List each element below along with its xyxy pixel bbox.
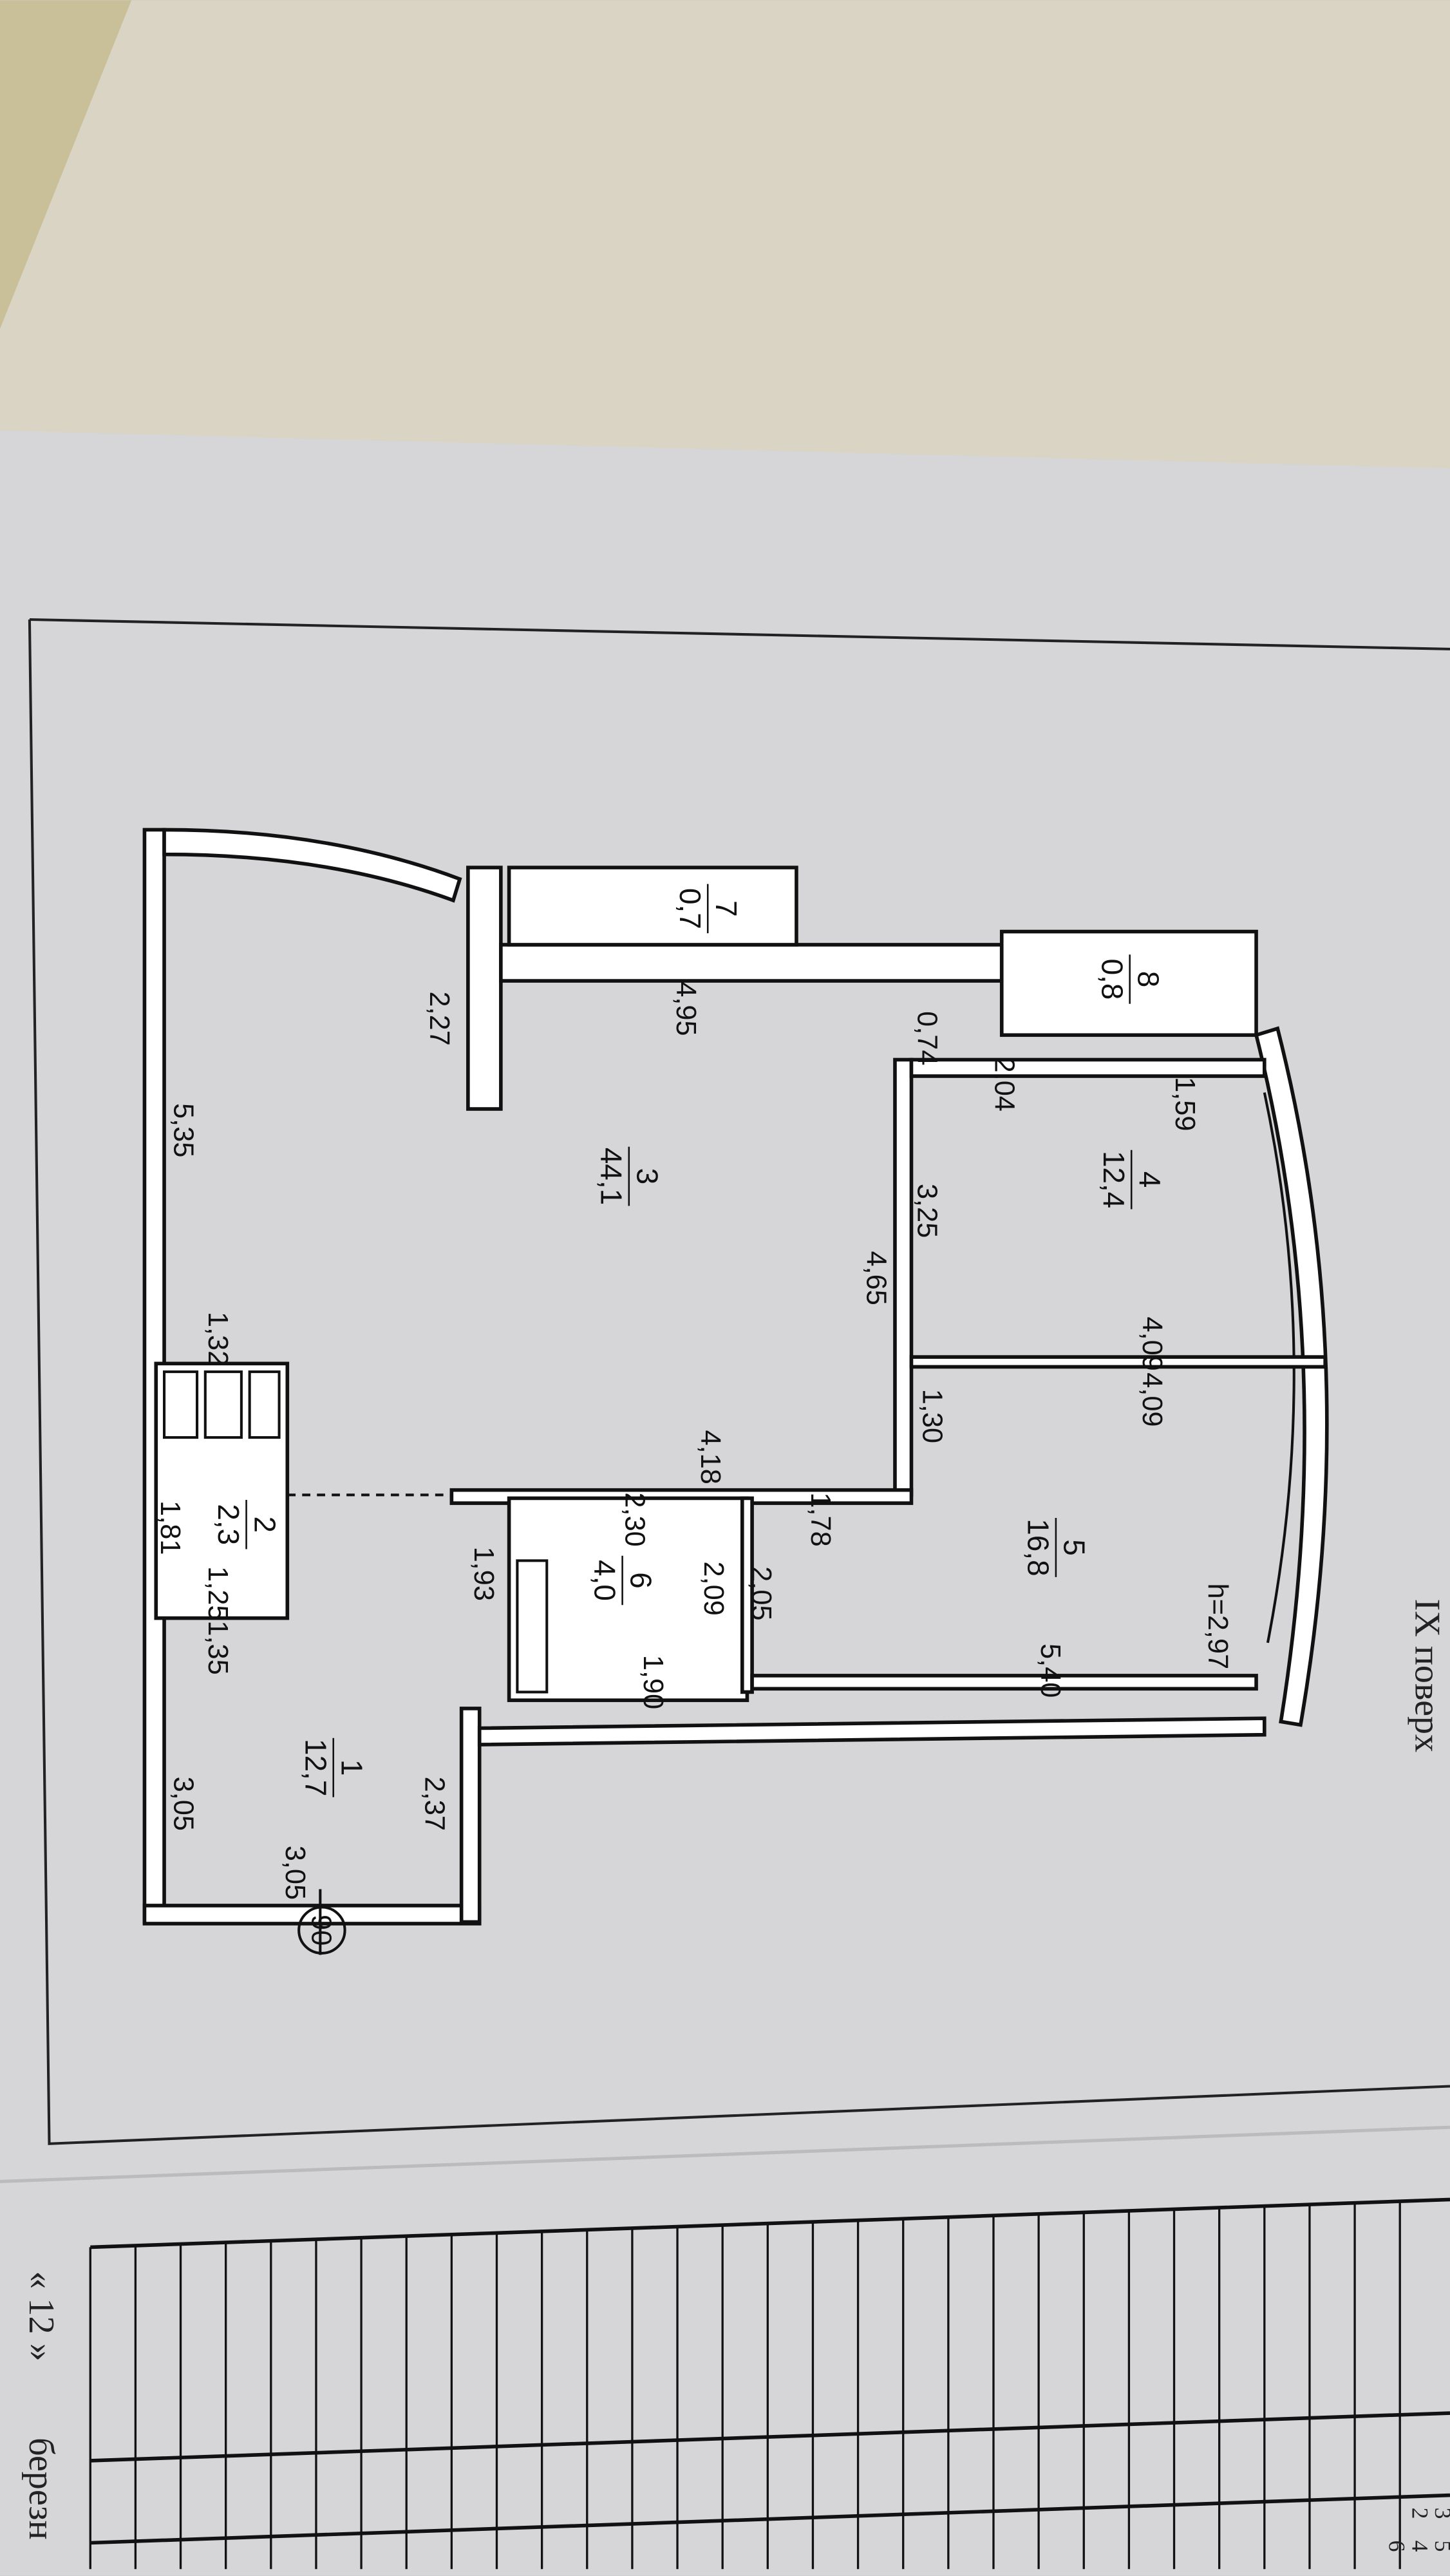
svg-text:4: 4 <box>1133 1171 1167 1188</box>
dimension: 0,74 <box>912 1011 943 1065</box>
dimension: 1,90 <box>637 1655 668 1709</box>
floor-caption: IX поверх <box>1407 1599 1447 1752</box>
dimension-labels: 2,27 4,95 0,74 5,35 2,04 1,59 3,25 4,65 … <box>155 981 1233 1900</box>
dimension: 1,78 <box>805 1492 836 1546</box>
grid-line <box>90 2197 1450 2249</box>
svg-text:0,8: 0,8 <box>1095 959 1129 1000</box>
svg-text:12,7: 12,7 <box>299 1739 332 1796</box>
svg-text:7: 7 <box>710 900 743 917</box>
dimension: 4,09 <box>1136 1317 1167 1371</box>
dimension: 1,32 <box>202 1312 233 1366</box>
dimension: 2,30 <box>619 1492 650 1546</box>
svg-text:2: 2 <box>248 1516 281 1533</box>
dimension: 1,93 <box>468 1547 499 1601</box>
date-month: березн <box>21 2438 61 2540</box>
dimension: 4,18 <box>695 1430 726 1484</box>
svg-text:44,1: 44,1 <box>594 1148 628 1205</box>
dimension: 4,65 <box>861 1251 892 1305</box>
room-label-7: 70,7 <box>673 884 743 934</box>
walls <box>142 828 1329 1955</box>
row-number: 5 <box>1430 2541 1450 2552</box>
dimension: 1,59 <box>1169 1077 1200 1131</box>
date-day: « 12 » <box>21 2271 61 2361</box>
ceiling-height: h=2,97 <box>1202 1583 1233 1669</box>
dimension: 1,35 <box>202 1620 233 1674</box>
room-label-6: 64,0 <box>588 1555 657 1605</box>
svg-text:5: 5 <box>1058 1539 1091 1556</box>
svg-text:4,0: 4,0 <box>588 1560 621 1601</box>
dimension: 2,09 <box>698 1562 729 1616</box>
svg-text:12,4: 12,4 <box>1097 1151 1131 1208</box>
room-label-8: 80,8 <box>1095 954 1165 1004</box>
row-number: 2 <box>1407 2508 1433 2519</box>
dimension: 5,35 <box>167 1103 198 1157</box>
dimension: 2,04 <box>989 1057 1020 1112</box>
dimension: 3,05 <box>279 1846 310 1900</box>
room-label-5: 516,8 <box>1022 1518 1091 1577</box>
dimension: 4,95 <box>670 981 701 1036</box>
row-number: 4 <box>1407 2541 1433 2552</box>
row-numbers: 2 3 4 5 6 <box>1384 2508 1450 2552</box>
svg-text:8: 8 <box>1131 971 1165 988</box>
svg-text:0,7: 0,7 <box>673 888 707 929</box>
svg-text:6: 6 <box>624 1572 657 1589</box>
dimension: 3,25 <box>912 1184 943 1238</box>
registry-table <box>89 2197 1450 2570</box>
row-number: 6 <box>1384 2541 1410 2552</box>
drawing-frame <box>28 618 1450 2145</box>
apartment-marker: 90 <box>306 1915 337 1946</box>
room-label-3: 344,1 <box>594 1146 664 1206</box>
svg-text:1: 1 <box>335 1759 368 1776</box>
dimension: 4,09 <box>1136 1372 1167 1426</box>
dimension: 1,30 <box>916 1389 947 1443</box>
dimension: 5,40 <box>1035 1643 1066 1698</box>
lower-sheet-edge <box>0 2125 1450 2183</box>
grid-line <box>90 2493 1450 2545</box>
svg-text:16,8: 16,8 <box>1022 1519 1055 1576</box>
svg-text:3: 3 <box>631 1168 664 1185</box>
room-label-4: 412,4 <box>1097 1150 1167 1209</box>
dimension: 2,37 <box>419 1777 450 1831</box>
dimension: 1,81 <box>155 1501 185 1555</box>
grid-line <box>90 2411 1450 2463</box>
row-number: 3 <box>1430 2508 1450 2519</box>
room-label-2: 22,3 <box>212 1500 281 1549</box>
svg-text:2,3: 2,3 <box>212 1504 245 1545</box>
picture-frame <box>0 0 132 329</box>
dimension: 2,27 <box>424 992 455 1046</box>
dimension: 2,05 <box>746 1566 777 1620</box>
room-label-1: 112,7 <box>299 1738 368 1797</box>
dimension: 3,05 <box>167 1777 198 1831</box>
dimension: 1,25 <box>202 1566 233 1620</box>
apartment-marker-circle <box>297 1906 346 1955</box>
